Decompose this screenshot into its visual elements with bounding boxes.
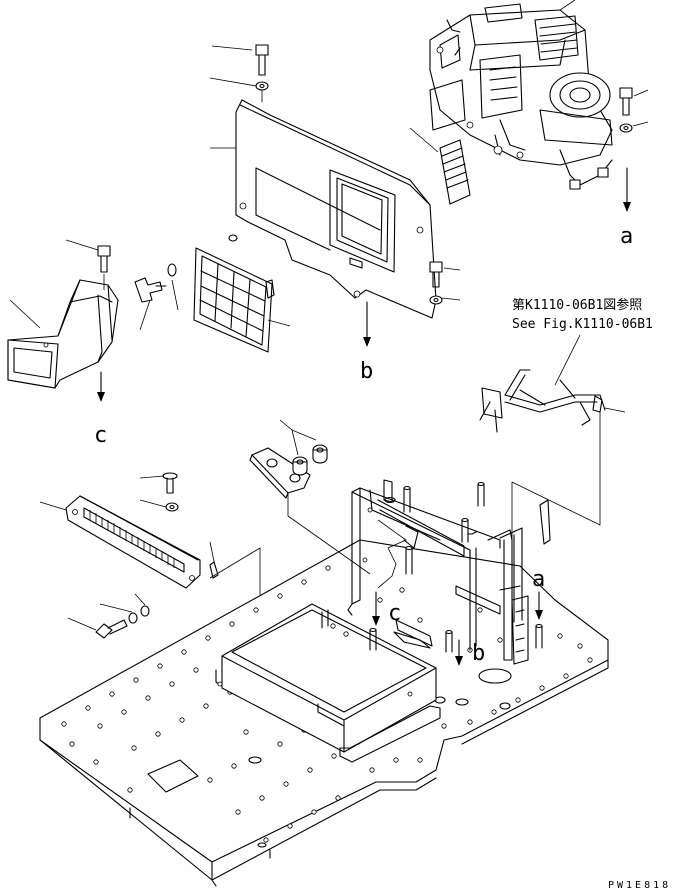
drawing-code: PW1E818	[608, 880, 671, 891]
grille-bolt	[67, 593, 150, 639]
air-duct	[7, 279, 119, 389]
leader-clip	[209, 541, 216, 567]
panel-top-bolt	[209, 44, 269, 102]
small-washer	[228, 234, 238, 242]
drain-hose	[395, 525, 521, 647]
grille-screw	[139, 472, 179, 512]
arrow-b-lower	[455, 639, 463, 666]
grille-clip	[265, 279, 275, 299]
marker-b-lower: b	[472, 641, 485, 666]
grille-clip-small	[209, 561, 219, 579]
duct-bolt	[65, 239, 111, 290]
arrow-c-upper	[97, 371, 105, 402]
leader-pipe	[511, 412, 601, 526]
support-frame	[347, 479, 551, 665]
marker-a-upper: a	[620, 224, 633, 249]
arrow-a-lower	[535, 591, 543, 620]
arrow-b-upper	[363, 301, 371, 347]
pipe-assembly	[479, 369, 626, 433]
unit-bolt	[619, 87, 649, 133]
louver-grille	[39, 495, 201, 589]
leader-caps	[287, 493, 371, 575]
rubber-caps	[279, 419, 328, 476]
reference-note-en: See Fig.K1110-06B1	[512, 317, 653, 332]
wing-bolt	[134, 263, 179, 331]
arrow-c-lower	[372, 591, 380, 626]
panel-side-bolt	[429, 261, 461, 305]
marker-c-upper: c	[94, 423, 107, 448]
marker-b-upper: b	[360, 359, 373, 384]
reference-note-jp: 第K1110-06B1図参照	[512, 297, 642, 313]
studs	[369, 481, 543, 653]
cover-panel	[210, 99, 437, 319]
marker-c-lower: c	[388, 601, 401, 626]
marker-a-lower: a	[532, 567, 545, 592]
air-conditioner-unit	[429, 3, 613, 190]
grille-screen	[193, 247, 291, 353]
arrow-a-upper	[623, 167, 631, 212]
air-filter	[409, 127, 471, 205]
leader-studs	[377, 519, 407, 589]
control-box	[215, 603, 441, 763]
mount-bracket	[249, 447, 311, 499]
